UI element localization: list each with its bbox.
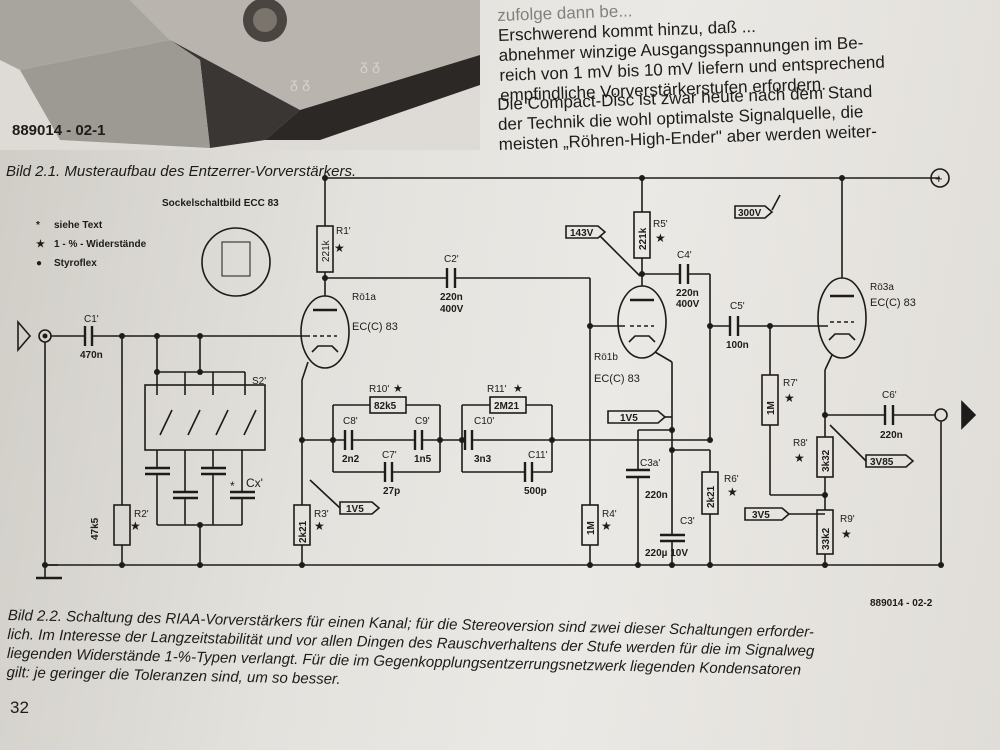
svg-text:★: ★ bbox=[727, 485, 738, 499]
label-C4-value: 220n bbox=[676, 288, 699, 299]
label-Cx: Cx' bbox=[246, 476, 263, 490]
amplifier-photo: ᵹ ᵹ ᵹ ᵹ bbox=[0, 0, 480, 150]
label-R4-value: 1M bbox=[586, 521, 597, 535]
svg-text:★: ★ bbox=[130, 519, 141, 533]
label-C4: C4' bbox=[677, 250, 692, 261]
label-C3-value: 220µ 10V bbox=[645, 548, 688, 559]
figure2-caption: Bild 2.2. Schaltung des RIAA-Vorverstärk… bbox=[6, 606, 997, 703]
svg-text:ᵹ ᵹ: ᵹ ᵹ bbox=[290, 76, 310, 92]
label-tube1-type: EC(C) 83 bbox=[352, 321, 398, 333]
label-C8-value: 2n2 bbox=[342, 454, 360, 465]
label-C11: C11' bbox=[528, 450, 548, 461]
page-number: 32 bbox=[10, 698, 29, 717]
svg-text:★: ★ bbox=[784, 391, 795, 405]
voltage-1v5-tube2: 1V5 bbox=[620, 413, 638, 424]
label-C8: C8' bbox=[343, 416, 358, 427]
label-R1-value: 221k bbox=[321, 239, 332, 262]
voltage-3v85: 3V85 bbox=[870, 457, 894, 468]
label-C11-value: 500p bbox=[524, 486, 547, 497]
label-R4: R4' bbox=[602, 509, 617, 520]
voltage-143v: 143V bbox=[570, 228, 594, 239]
svg-text:*: * bbox=[230, 479, 235, 493]
label-C1-value: 470n bbox=[80, 350, 103, 361]
label-R8: R8' bbox=[793, 438, 808, 449]
label-C3: C3' bbox=[680, 516, 695, 527]
label-tube3-type: EC(C) 83 bbox=[870, 297, 916, 309]
svg-text:★: ★ bbox=[601, 519, 612, 533]
label-R2: R2' bbox=[134, 509, 149, 520]
schematic-legend: *siehe Text ★1 - % - Widerstände ●Styrof… bbox=[36, 216, 146, 273]
label-C7-value: 27p bbox=[383, 486, 400, 497]
label-C2-value: 220n bbox=[440, 292, 463, 303]
label-C6-value: 220n bbox=[880, 430, 903, 441]
svg-text:★: ★ bbox=[334, 241, 345, 255]
supply-plus: + bbox=[935, 171, 943, 186]
label-R2-value: 47k5 bbox=[90, 517, 101, 540]
label-C5: C5' bbox=[730, 301, 745, 312]
label-C2-voltage: 400V bbox=[440, 304, 464, 315]
svg-text:★: ★ bbox=[314, 519, 325, 533]
legend-item: ●Styroflex bbox=[36, 258, 97, 269]
voltage-300v: 300V bbox=[738, 208, 762, 219]
socket-diagram-title: Sockelschaltbild ECC 83 bbox=[162, 198, 279, 209]
label-S2: S2' bbox=[252, 376, 266, 387]
voltage-3v5: 3V5 bbox=[752, 510, 770, 521]
label-R10: R10' bbox=[369, 384, 389, 395]
label-R6-value: 2k21 bbox=[706, 485, 717, 508]
label-C10: C10' bbox=[474, 416, 494, 427]
label-R9-value: 33k2 bbox=[821, 527, 832, 550]
svg-text:★: ★ bbox=[393, 383, 403, 395]
label-R3: R3' bbox=[314, 509, 329, 520]
label-tube2-type: EC(C) 83 bbox=[594, 373, 640, 385]
label-R7: R7' bbox=[783, 378, 798, 389]
voltage-1v5-tube1: 1V5 bbox=[346, 504, 364, 515]
svg-text:★: ★ bbox=[794, 451, 805, 465]
riaa-schematic: R1' ★ 221k 47k5 R2' ★ 2k21 R3' ★ 1M R4' … bbox=[17, 168, 977, 580]
label-C3a-value: 220n bbox=[645, 490, 668, 501]
label-R3-value: 2k21 bbox=[298, 520, 309, 543]
label-R11: R11' bbox=[487, 384, 507, 395]
tube-socket-icon bbox=[201, 227, 271, 297]
label-C9: C9' bbox=[415, 416, 430, 427]
label-C1: C1' bbox=[84, 314, 99, 325]
label-R8-value: 3k32 bbox=[821, 449, 832, 472]
svg-text:★: ★ bbox=[655, 231, 666, 245]
svg-text:★: ★ bbox=[513, 383, 523, 395]
label-C9-value: 1n5 bbox=[414, 454, 432, 465]
label-tube2: Rö1b bbox=[594, 352, 618, 363]
svg-text:★: ★ bbox=[841, 527, 852, 541]
label-C4-voltage: 400V bbox=[676, 299, 700, 310]
label-C7: C7' bbox=[382, 450, 397, 461]
label-R9: R9' bbox=[840, 514, 855, 525]
photo-ref-number: 889014 - 02-1 bbox=[12, 122, 106, 139]
label-R5: R5' bbox=[653, 219, 668, 230]
photo-caption: Bild 2.1. Musteraufbau des Entzerrer-Vor… bbox=[6, 163, 357, 180]
label-R11-value: 2M21 bbox=[494, 401, 519, 412]
label-R7-value: 1M bbox=[766, 401, 777, 415]
label-R6: R6' bbox=[724, 474, 739, 485]
svg-text:ᵹ ᵹ: ᵹ ᵹ bbox=[360, 58, 380, 74]
label-C6: C6' bbox=[882, 390, 897, 401]
label-C10-value: 3n3 bbox=[474, 454, 492, 465]
label-R5-value: 221k bbox=[638, 227, 649, 250]
label-C2: C2' bbox=[444, 254, 459, 265]
figure2-ref-number: 889014 - 02-2 bbox=[870, 598, 933, 609]
legend-item: ★1 - % - Widerstände bbox=[36, 239, 147, 250]
label-R10-value: 82k5 bbox=[374, 401, 397, 412]
label-C5-value: 100n bbox=[726, 340, 749, 351]
label-C3a: C3a' bbox=[640, 458, 660, 469]
legend-item: *siehe Text bbox=[36, 220, 103, 231]
label-tube3: Rö3a bbox=[870, 282, 894, 293]
label-R1: R1' bbox=[336, 226, 351, 237]
label-tube1: Rö1a bbox=[352, 292, 376, 303]
